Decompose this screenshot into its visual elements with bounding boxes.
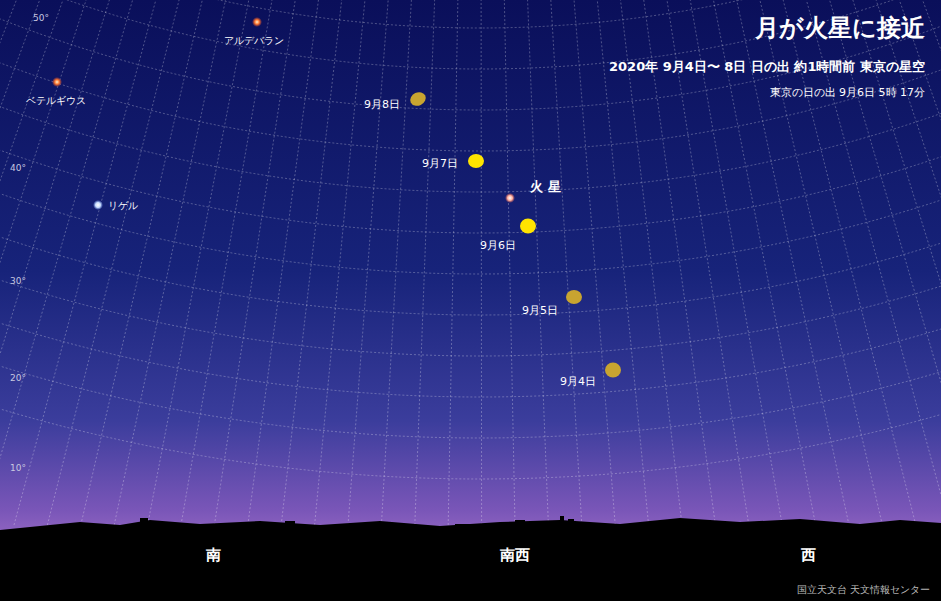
altitude-line bbox=[0, 0, 941, 438]
altitude-line bbox=[0, 0, 941, 151]
azimuth-line bbox=[526, 0, 548, 525]
direction-label: 南西 bbox=[500, 547, 530, 564]
azimuth-line bbox=[0, 0, 54, 525]
altitude-label: 50° bbox=[33, 14, 49, 24]
azimuth-line bbox=[14, 0, 167, 525]
azimuth-line bbox=[885, 0, 941, 525]
altitude-line bbox=[0, 0, 941, 192]
moon-sep6 bbox=[520, 219, 536, 234]
altitude-line bbox=[0, 0, 941, 274]
azimuth-line bbox=[0, 0, 144, 525]
altitude-line bbox=[0, 0, 941, 397]
altitude-line bbox=[0, 0, 941, 69]
star-rigel bbox=[93, 200, 103, 210]
star-aldebaran bbox=[252, 17, 262, 27]
azimuth-line bbox=[315, 0, 369, 525]
azimuth-line bbox=[930, 0, 941, 525]
altitude-label: 20° bbox=[10, 374, 26, 384]
star-name: ベテルギウス bbox=[26, 95, 86, 106]
moon-date: 9月7日 bbox=[422, 158, 458, 170]
moon-sep4 bbox=[605, 363, 621, 378]
azimuth-line bbox=[415, 0, 436, 525]
azimuth-line bbox=[81, 0, 212, 525]
altitude-line bbox=[0, 0, 941, 315]
azimuth-line bbox=[281, 0, 346, 525]
azimuth-line bbox=[481, 0, 483, 525]
mars-dot bbox=[505, 193, 515, 203]
azimuth-line bbox=[0, 0, 77, 525]
azimuth-line bbox=[47, 0, 189, 525]
moon-sep7 bbox=[468, 154, 484, 168]
star-name: リゲル bbox=[108, 200, 138, 211]
azimuth-line bbox=[381, 0, 413, 525]
azimuth-line bbox=[504, 0, 515, 525]
azimuth-line bbox=[863, 0, 941, 525]
city-silhouette bbox=[0, 516, 941, 601]
azimuth-line bbox=[248, 0, 324, 525]
azimuth-line bbox=[840, 0, 941, 525]
altitude-line bbox=[0, 0, 941, 233]
azimuth-line bbox=[751, 0, 883, 525]
star-name: アルデバラン bbox=[224, 35, 284, 46]
moon-date: 9月4日 bbox=[560, 376, 596, 388]
azimuth-line bbox=[796, 0, 941, 525]
star-betelgeuse bbox=[52, 77, 62, 87]
altitude-label: 10° bbox=[10, 464, 26, 474]
azimuth-line bbox=[214, 0, 301, 525]
azimuth-line bbox=[548, 0, 581, 525]
azimuth-line bbox=[448, 0, 458, 525]
coordinate-grid bbox=[0, 0, 941, 525]
azimuth-line bbox=[0, 0, 99, 525]
altitude-line bbox=[0, 0, 941, 479]
azimuth-line bbox=[616, 0, 682, 525]
azimuth-line bbox=[0, 0, 32, 525]
azimuth-line bbox=[114, 0, 234, 525]
azimuth-line bbox=[818, 0, 941, 525]
subtitle: 2020年 9月4日〜 8日 日の出 約1時間前 東京の星空 bbox=[609, 60, 925, 74]
azimuth-line bbox=[593, 0, 648, 525]
planet-name: 火 星 bbox=[530, 180, 561, 194]
moon-sep8 bbox=[408, 90, 428, 109]
moon-date: 9月8日 bbox=[364, 99, 400, 111]
sunrise-note: 東京の日の出 9月6日 5時 17分 bbox=[770, 87, 925, 99]
altitude-line bbox=[0, 0, 941, 110]
title-rule bbox=[565, 52, 941, 53]
azimuth-line bbox=[348, 0, 391, 525]
azimuth-line bbox=[181, 0, 279, 525]
direction-label: 南 bbox=[206, 547, 221, 564]
altitude-label: 40° bbox=[10, 164, 26, 174]
moon-date: 9月6日 bbox=[480, 240, 516, 252]
moon-date: 9月5日 bbox=[522, 305, 558, 317]
credit: 国立天文台 天文情報センター bbox=[797, 584, 930, 595]
direction-label: 西 bbox=[801, 547, 816, 564]
azimuth-line bbox=[148, 0, 257, 525]
azimuth-line bbox=[683, 0, 782, 525]
azimuth-line bbox=[773, 0, 916, 525]
azimuth-line bbox=[0, 0, 122, 525]
azimuth-line bbox=[661, 0, 749, 525]
azimuth-line bbox=[706, 0, 816, 525]
azimuth-line bbox=[728, 0, 849, 525]
altitude-label: 30° bbox=[10, 277, 26, 287]
chart-title: 月が火星に接近 bbox=[755, 15, 925, 41]
azimuth-line bbox=[0, 0, 9, 525]
azimuth-line bbox=[571, 0, 615, 525]
moon-sep5 bbox=[566, 290, 582, 304]
azimuth-line bbox=[908, 0, 941, 525]
